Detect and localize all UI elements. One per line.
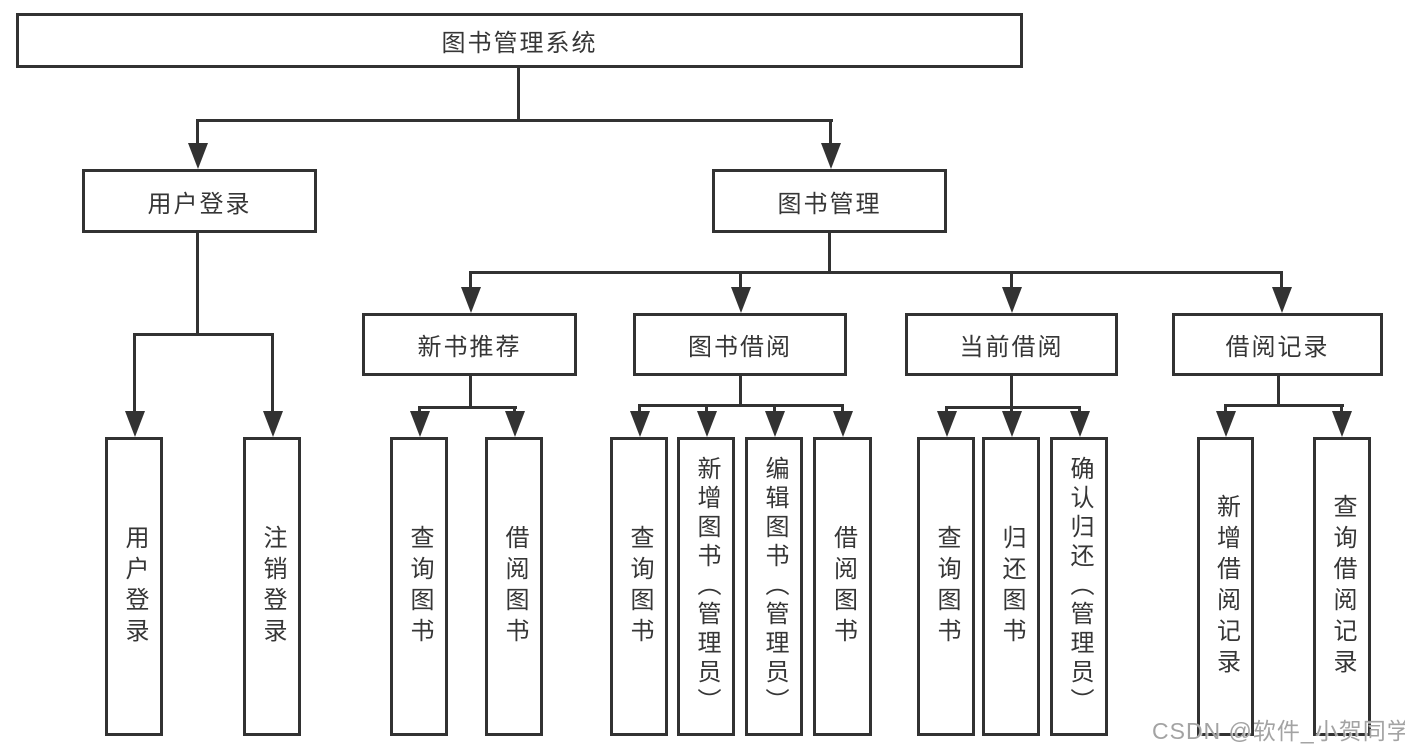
arrow-down-icon xyxy=(764,404,785,437)
node-root-library-system: 图书管理系统 xyxy=(16,13,1023,68)
arrow-down-icon xyxy=(936,406,957,437)
connector-line xyxy=(638,404,844,407)
arrow-down-icon xyxy=(1215,404,1236,437)
connector-line xyxy=(196,233,199,336)
node-leaf-query-books-recommend: 查询图书 xyxy=(390,437,448,736)
connector-line xyxy=(469,271,1282,274)
connector-line xyxy=(739,376,742,407)
node-user-login: 用户登录 xyxy=(82,169,317,233)
node-borrowing-records: 借阅记录 xyxy=(1172,313,1383,376)
node-current-borrowing: 当前借阅 xyxy=(905,313,1118,376)
arrow-down-icon xyxy=(1271,271,1292,313)
arrow-down-icon xyxy=(629,404,650,437)
arrow-down-icon xyxy=(820,119,841,169)
connector-line xyxy=(418,406,517,409)
node-leaf-confirm-return-admin: 确认归还（管理员） xyxy=(1050,437,1108,736)
arrow-down-icon xyxy=(1331,404,1352,437)
node-leaf-edit-books-admin: 编辑图书（管理员） xyxy=(745,437,803,736)
arrow-down-icon xyxy=(1001,271,1022,313)
node-book-borrowing: 图书借阅 xyxy=(633,313,847,376)
csdn-watermark: CSDN @软件_小贺同学 xyxy=(1152,718,1405,744)
arrow-down-icon xyxy=(460,271,481,313)
connector-line xyxy=(517,66,520,122)
arrow-down-icon xyxy=(1069,406,1090,437)
node-leaf-add-books-admin: 新增图书（管理员） xyxy=(677,437,735,736)
node-leaf-return-books: 归还图书 xyxy=(982,437,1040,736)
arrow-down-icon xyxy=(832,404,853,437)
connector-line xyxy=(945,406,1081,409)
connector-line xyxy=(1224,404,1344,407)
node-leaf-query-books-borrowing: 查询图书 xyxy=(610,437,668,736)
node-leaf-query-books-current: 查询图书 xyxy=(917,437,975,736)
arrow-down-icon xyxy=(187,119,208,169)
node-book-management: 图书管理 xyxy=(712,169,947,233)
node-leaf-query-borrow-record: 查询借阅记录 xyxy=(1313,437,1371,736)
arrow-down-icon xyxy=(124,333,145,437)
arrow-down-icon xyxy=(730,271,751,313)
arrow-down-icon xyxy=(262,333,283,437)
node-leaf-user-login: 用户登录 xyxy=(105,437,163,736)
node-new-book-recommend: 新书推荐 xyxy=(362,313,577,376)
arrow-down-icon xyxy=(504,406,525,437)
node-leaf-add-borrow-record: 新增借阅记录 xyxy=(1197,437,1254,736)
connector-line xyxy=(1277,376,1280,407)
connector-line xyxy=(1010,376,1013,409)
node-leaf-borrow-books-recommend: 借阅图书 xyxy=(485,437,543,736)
arrow-down-icon xyxy=(1001,406,1022,437)
arrow-down-icon xyxy=(409,406,430,437)
node-leaf-borrow-books-borrowing: 借阅图书 xyxy=(813,437,872,736)
connector-line xyxy=(133,333,274,336)
connector-line xyxy=(469,376,472,409)
node-leaf-logout-login: 注销登录 xyxy=(243,437,301,736)
connector-line xyxy=(828,233,831,274)
connector-line xyxy=(196,119,833,122)
arrow-down-icon xyxy=(696,404,717,437)
